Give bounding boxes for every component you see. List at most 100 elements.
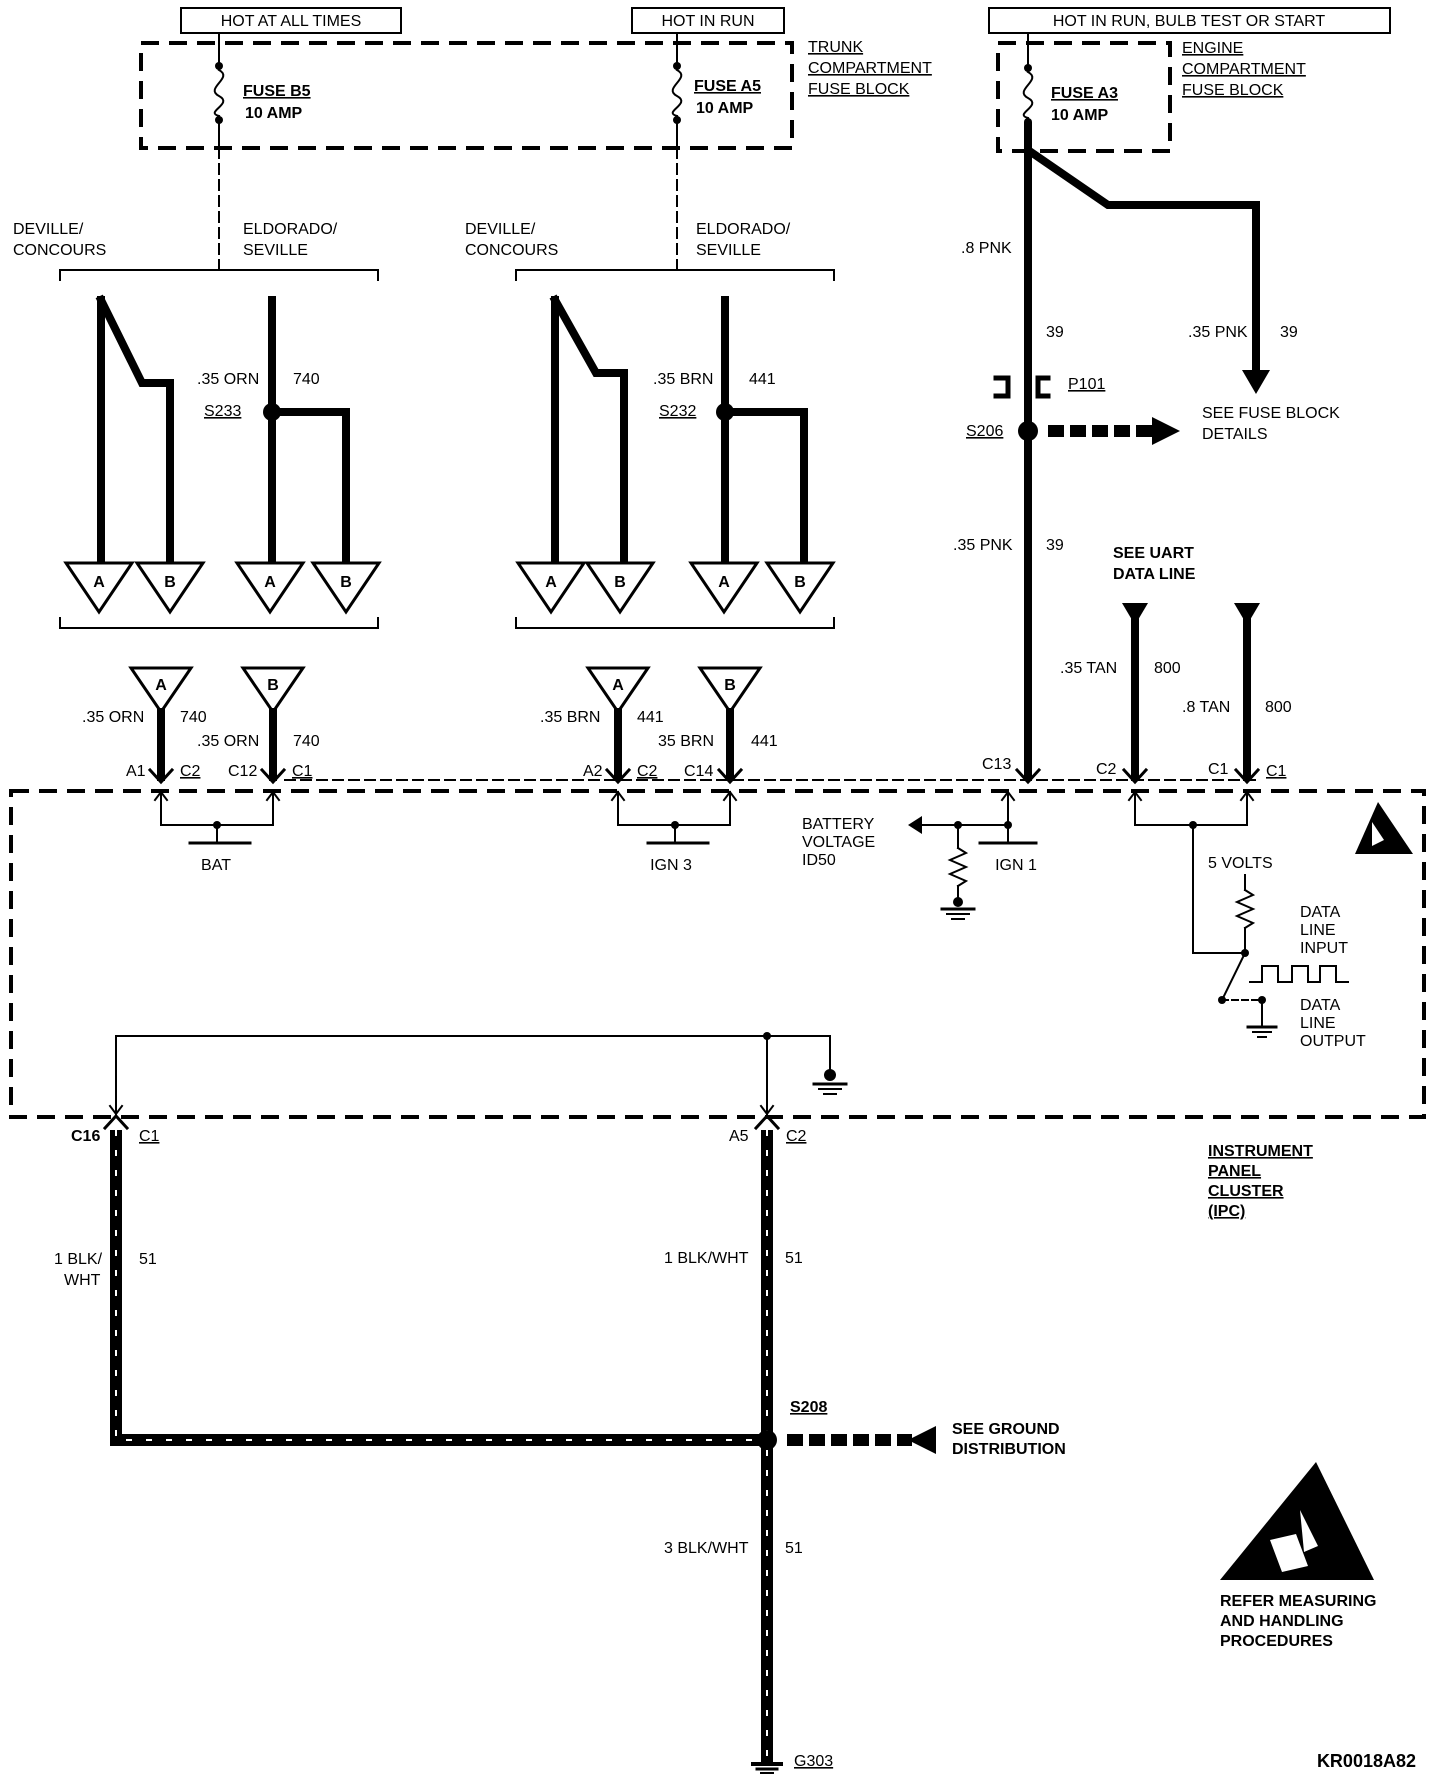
ground-symbol-icon [751,1762,783,1774]
terminal-a: A [93,574,105,591]
wire-35pnk-label-b: .35 PNK [953,537,1013,554]
conn-c2: C2 [637,763,658,780]
wire-1blkwht-label: 1 BLK/WHT [664,1250,749,1267]
uart-data-line: SEE UART DATA LINE .35 TAN 800 .8 TAN 80… [1060,545,1292,781]
fuse-icon [671,33,683,149]
connector-terminal-icon: A B A B [63,561,382,615]
terminal-b: B [614,574,626,591]
wire-8pnk-label: .8 PNK [961,240,1012,257]
ipc-ign1-input: BATTERY VOLTAGE ID50 IGN 1 [802,790,1038,920]
terminal-b: B [164,574,176,591]
wire-441-label-a: 441 [637,709,664,726]
splice-s232 [716,403,734,421]
ipc-label-4: (IPC) [1208,1203,1245,1220]
esd-note: REFER MEASURING AND HANDLING PROCEDURES [1220,1462,1376,1650]
see-uart-label-1: SEE UART [1113,545,1194,562]
ipc-ground-bus [108,1032,848,1116]
trunk-label-3: FUSE BLOCK [808,81,910,98]
ipc-label-3: CLUSTER [1208,1183,1284,1200]
label-hot-in-run: HOT IN RUN [661,13,754,30]
wire-441-label: 441 [749,371,776,388]
engine-fuse-block: ENGINE COMPARTMENT FUSE BLOCK FUSE A3 10… [996,33,1306,153]
splice-s208-label: S208 [790,1399,827,1416]
wire-39-label-c: 39 [1046,537,1064,554]
eldorado-label: ELDORADO/ [696,221,791,238]
five-volts-label: 5 VOLTS [1208,855,1273,872]
engine-label-1: ENGINE [1182,40,1243,57]
ground-symbol-icon [1246,1025,1278,1038]
see-ground-label-2: DISTRIBUTION [952,1441,1066,1458]
trunk-label-2: COMPARTMENT [808,60,932,77]
conn-c2: C2 [786,1128,807,1145]
wire-orn-label-a: .35 ORN [82,709,144,726]
wire-800-label: 800 [1154,660,1181,677]
wire-51-label-c: 51 [785,1540,803,1557]
terminal-a: A [264,574,276,591]
terminal-b: B [794,574,806,591]
eldorado-label: ELDORADO/ [243,221,338,238]
arrow-see-fuse-block [1242,370,1270,394]
data-line-output-label-1: DATA [1300,997,1341,1014]
see-fuse-label-1: SEE FUSE BLOCK [1202,405,1340,422]
splice-s232-label: S232 [659,403,696,420]
pin-a1: A1 [126,763,146,780]
wire-3blkwht-label: 3 BLK/WHT [664,1540,749,1557]
conn-c1: C1 [1266,763,1287,780]
battery-voltage-label-2: VOLTAGE [802,834,875,851]
fuse-icon [1022,33,1034,126]
pin-c14: C14 [684,763,713,780]
resistor-icon [1234,874,1256,954]
refer-label-2: AND HANDLING [1220,1613,1344,1630]
seville-label: SEVILLE [696,242,761,259]
square-wave-icon [1249,965,1349,983]
ipc-label-2: PANEL [1208,1163,1261,1180]
wire-brn-label-b: 35 BRN [658,733,714,750]
bat-variant-group: DEVILLE/ CONCOURS ELDORADO/ SEVILLE .35 … [13,221,382,781]
fuse-b5-label: FUSE B5 [243,83,311,100]
conn-c2: C2 [180,763,201,780]
ipc-label-1: INSTRUMENT [1208,1143,1313,1160]
wire-39-label: 39 [1046,324,1064,341]
splice-s233-label: S233 [204,403,241,420]
ipc-bat-input: BAT [153,790,281,874]
trunk-fuse-block: TRUNK COMPARTMENT FUSE BLOCK FUSE B5 10 … [139,33,932,150]
splice-s233 [263,403,281,421]
ign3-label: IGN 3 [650,857,692,874]
terminal-a: A [612,677,624,694]
wire-brn-label: .35 BRN [653,371,713,388]
wire-740-label-a: 740 [180,709,207,726]
ipc-data-line-circuit: 5 VOLTS DATA LINE INPUT DATA LINE OUTPUT [1127,790,1366,1050]
power-source-labels: HOT AT ALL TIMES HOT IN RUN HOT IN RUN, … [180,7,1391,34]
see-fuse-label-2: DETAILS [1202,426,1268,443]
pin-a2: A2 [583,763,603,780]
seville-label: SEVILLE [243,242,308,259]
wire-441-label-b: 441 [751,733,778,750]
splice-s206 [1018,421,1038,441]
label-hot-in-run-bulb-test: HOT IN RUN, BULB TEST OR START [1053,13,1326,30]
pin-c1: C1 [1208,761,1229,778]
wire-orn-label: .35 ORN [197,371,259,388]
terminal-a: A [155,677,167,694]
conn-c1: C1 [139,1128,160,1145]
splice-s208 [757,1430,777,1450]
pin-c13: C13 [982,756,1011,773]
wire-1blk-label-1: 1 BLK/ [54,1251,103,1268]
arrow-see-fuse-details [1152,417,1180,445]
ground-symbol-icon [812,1069,848,1095]
fuse-a5-rating: 10 AMP [696,100,754,117]
wire-8tan-label: .8 TAN [1182,699,1230,716]
ign1-feed: .8 PNK 39 .35 PNK 39 P101 S206 SEE FUSE … [953,122,1340,781]
wire-35pnk-label: .35 PNK [1188,324,1248,341]
wire-brn-label-a: .35 BRN [540,709,600,726]
concours-label: CONCOURS [13,242,106,259]
wire-35tan-label: .35 TAN [1060,660,1117,677]
fuse-a5-label: FUSE A5 [694,78,761,95]
battery-voltage-label-3: ID50 [802,852,836,869]
wire-51-label-b: 51 [785,1250,803,1267]
resistor-icon [947,824,969,899]
battery-voltage-label-1: BATTERY [802,816,875,833]
wire-39-label-b: 39 [1280,324,1298,341]
terminal-b: B [340,574,352,591]
see-uart-label-2: DATA LINE [1113,566,1196,583]
data-line-output-label-3: OUTPUT [1300,1033,1366,1050]
